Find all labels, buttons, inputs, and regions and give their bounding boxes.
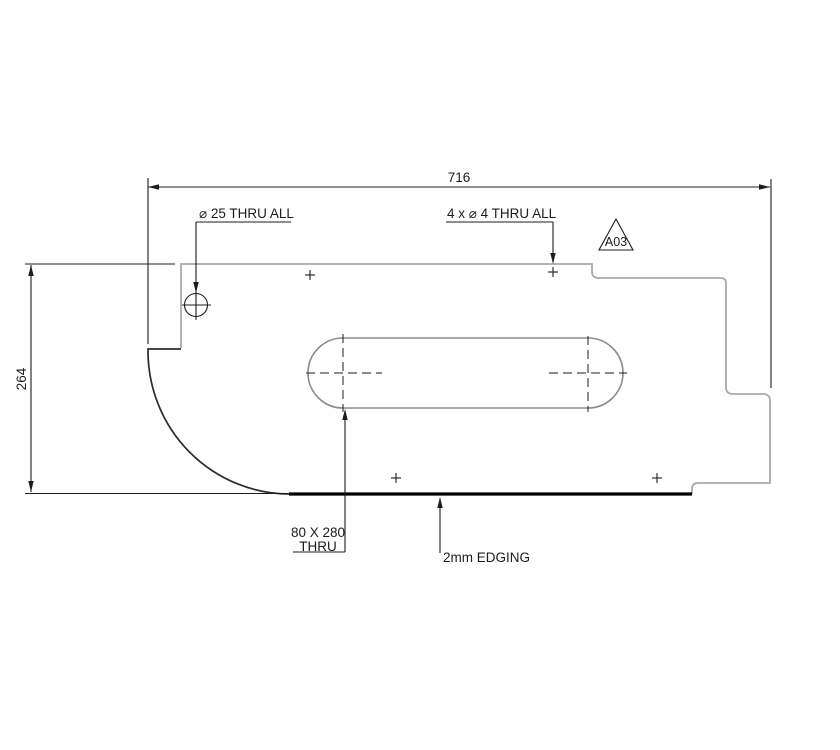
dimension-264-value: 264 [14,367,29,390]
hole-center-mark-4 [652,473,662,483]
callout-hole-25: ⌀ 25 THRU ALL [193,206,294,293]
hole-25 [182,290,211,320]
hole-center-mark-2 [548,267,558,277]
callout-edging: 2mm EDGING [437,497,530,565]
leader-arrowhead [437,497,443,508]
arrowhead-top [28,265,34,276]
dimension-264: 264 [14,263,291,495]
arrowhead-bottom [28,481,34,492]
callout-edging-label: 2mm EDGING [443,550,530,565]
revision-flag-label: A03 [605,235,627,249]
callout-slot: 80 X 280 THRU [291,409,348,554]
corner-arc [147,348,291,495]
hole-center-mark-3 [391,473,401,483]
leader-arrowhead [342,409,348,420]
hole-center-mark-1 [305,270,315,280]
part-outline [180,263,771,494]
callout-slot-line2: THRU [299,539,337,554]
arrowhead-right [759,184,770,190]
revision-flag: A03 [598,217,634,251]
dimension-716: 716 [147,170,772,388]
callout-holes-4: 4 x ⌀ 4 THRU ALL [446,206,557,264]
leader-arrowhead [550,253,556,264]
callout-slot-line1: 80 X 280 [291,525,345,540]
leader-arrowhead [193,282,199,293]
dimension-716-value: 716 [448,170,471,185]
callout-hole-25-label: ⌀ 25 THRU ALL [199,206,294,221]
revision-triangle-icon [598,217,634,251]
arrowhead-left [148,184,159,190]
callout-holes-4-label: 4 x ⌀ 4 THRU ALL [447,206,557,221]
